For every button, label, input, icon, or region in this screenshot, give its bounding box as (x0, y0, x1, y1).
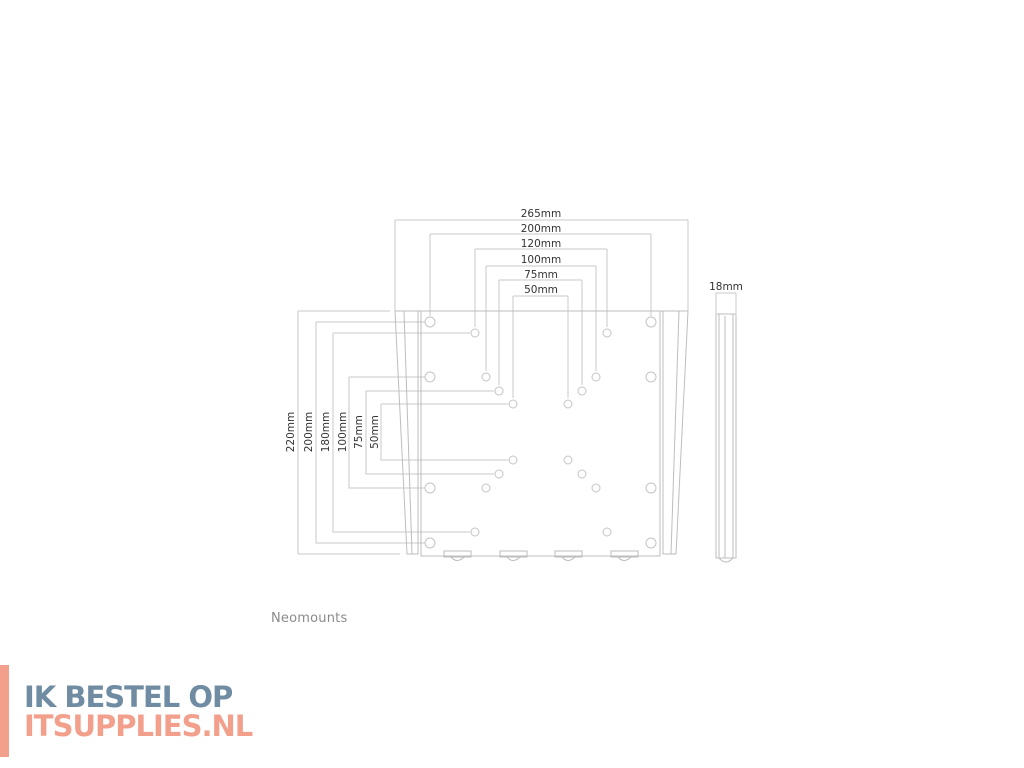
logo-line-2: ITSUPPLIES.NL (24, 709, 253, 743)
brand-name: Neomounts (271, 611, 348, 626)
width-label-120: 120mm (521, 238, 562, 250)
depth-label: 18mm (709, 281, 743, 293)
mount-feet (443, 550, 639, 561)
width-label-50: 50mm (524, 284, 558, 296)
logo-line-1: IK BESTEL OP (24, 680, 233, 714)
width-label-265: 265mm (521, 208, 562, 220)
height-label-75: 75mm (353, 415, 365, 449)
height-dimensions: 220mm 200mm 180mm 100mm 75mm 50mm (285, 310, 508, 555)
mount-plate (394, 310, 689, 561)
height-label-180: 180mm (320, 412, 332, 453)
width-label-100: 100mm (521, 254, 562, 266)
width-label-75: 75mm (524, 269, 558, 281)
width-label-200: 200mm (521, 223, 562, 235)
logo-bar (0, 665, 9, 757)
width-dimensions: 265mm 200mm 120mm 100mm 75mm 50mm (394, 208, 689, 398)
vesa-holes (424, 316, 657, 549)
height-label-100: 100mm (337, 412, 349, 453)
height-label-50: 50mm (369, 415, 381, 449)
side-view: 18mm (709, 281, 743, 563)
height-label-220: 220mm (285, 412, 297, 453)
height-label-200: 200mm (303, 412, 315, 453)
